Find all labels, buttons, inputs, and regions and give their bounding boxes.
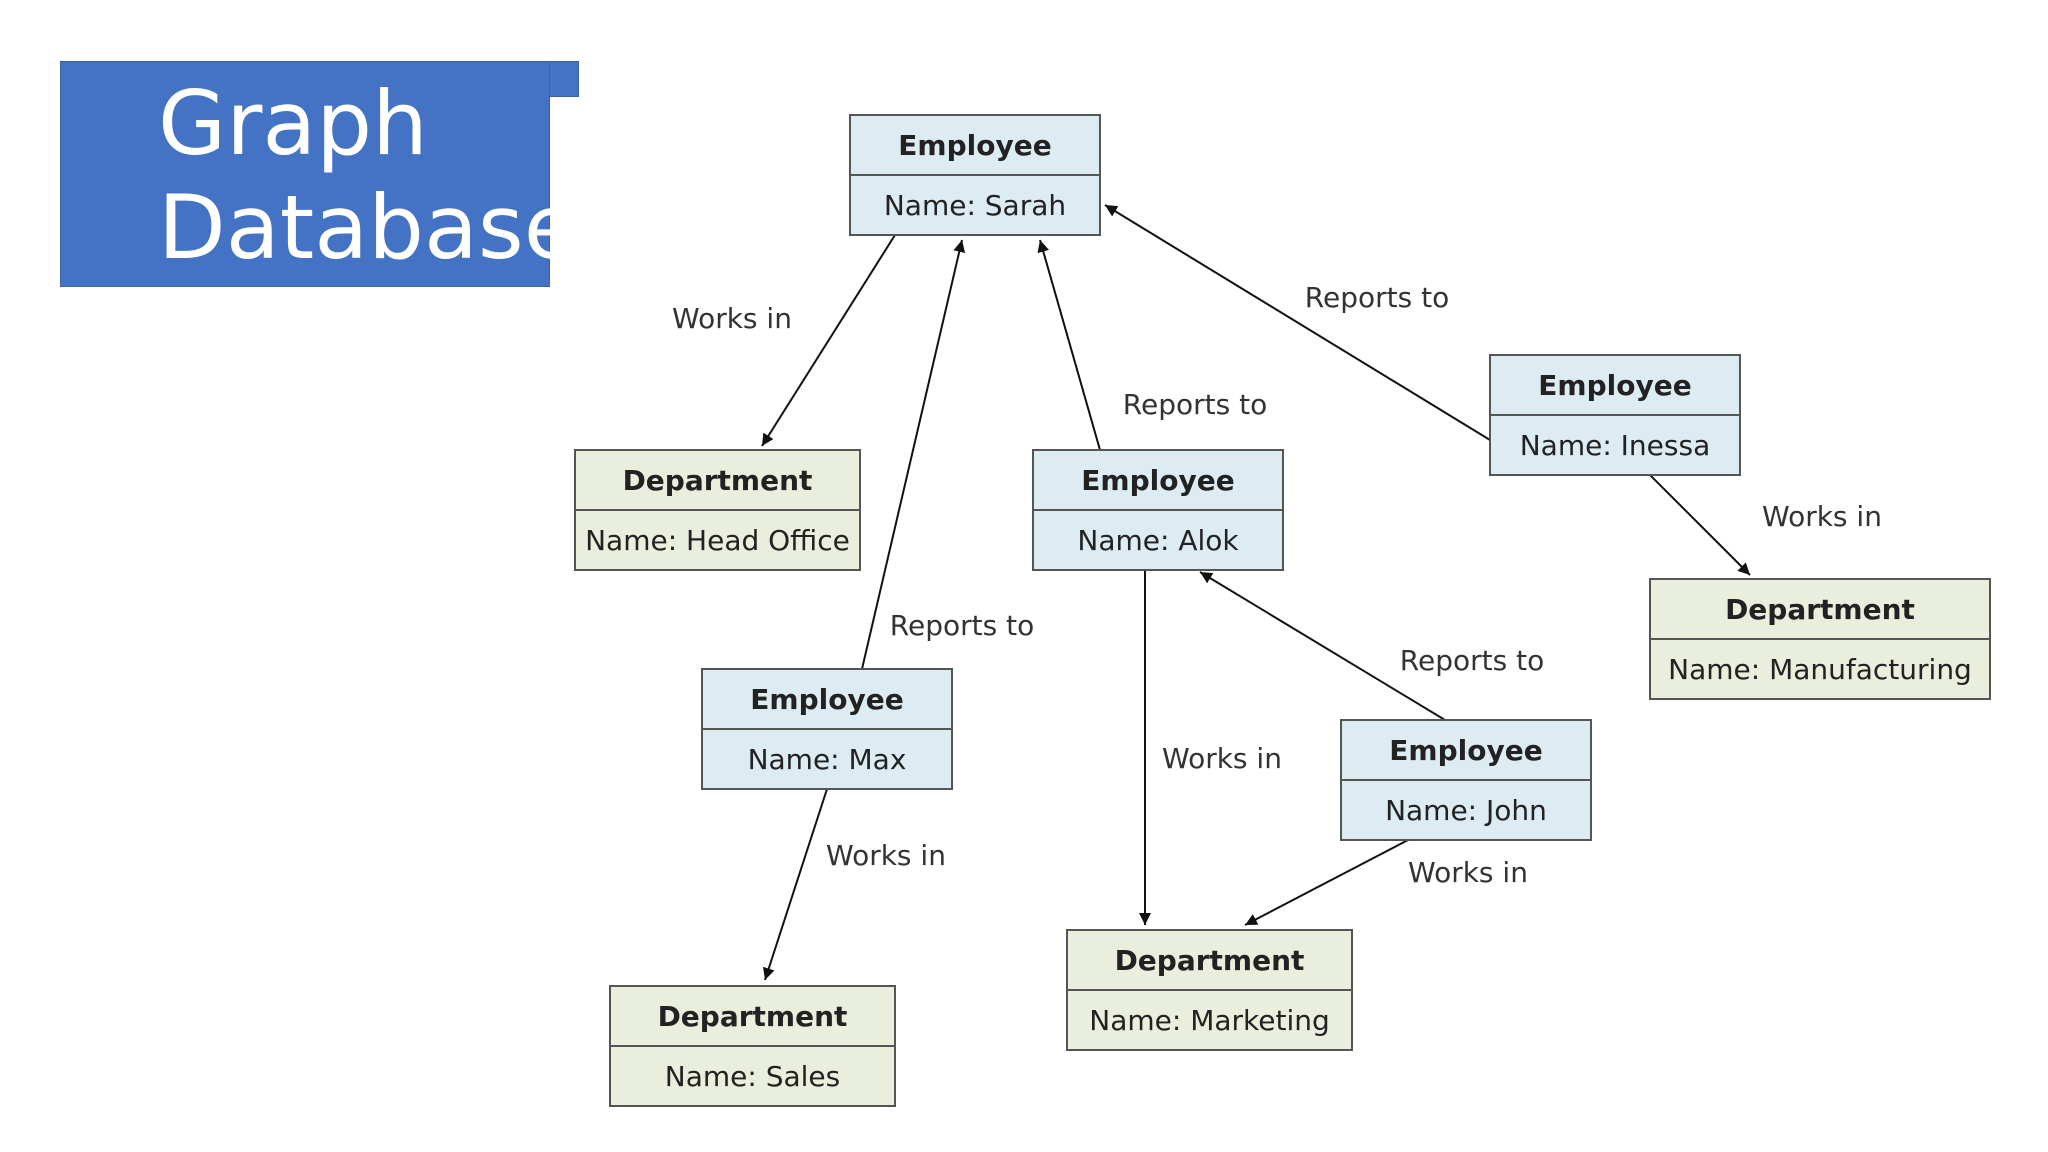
node-name-value: Name: John	[1385, 794, 1547, 827]
node-type-label: Department	[1115, 944, 1305, 977]
slide-title: Graph Database	[158, 72, 578, 280]
title-box	[60, 61, 550, 287]
edge-label-sarah-to-head_office: Works in	[672, 302, 792, 335]
node-type-label: Employee	[750, 683, 903, 716]
edge-john-to-alok	[1199, 571, 1446, 721]
edge-inessa-to-sarah	[1104, 204, 1491, 441]
edge-max-to-sales	[762, 788, 828, 981]
node-type-label: Department	[623, 464, 813, 497]
edge-inessa-to-manufacturing	[1649, 474, 1751, 576]
edge-label-max-to-sales: Works in	[826, 839, 946, 872]
edge-label-john-to-alok: Reports to	[1400, 644, 1544, 677]
edge-label-alok-to-marketing: Works in	[1162, 742, 1282, 775]
node-type-label: Employee	[1081, 464, 1234, 497]
edge-label-inessa-to-manufacturing: Works in	[1762, 500, 1882, 533]
edge-label-alok-to-sarah: Reports to	[1123, 388, 1267, 421]
slide-title-line2: Database	[158, 176, 578, 279]
node-name-value: Name: Manufacturing	[1668, 653, 1972, 686]
node-name-value: Name: Sales	[665, 1060, 840, 1093]
node-name-value: Name: Alok	[1077, 524, 1239, 557]
edge-label-john-to-marketing: Works in	[1408, 856, 1528, 889]
title-box-notch	[550, 61, 579, 97]
node-name-value: Name: Marketing	[1089, 1004, 1330, 1037]
edge-john-to-marketing	[1244, 839, 1409, 926]
node-type-label: Department	[658, 1000, 848, 1033]
node-type-label: Employee	[1538, 369, 1691, 402]
node-name-value: Name: Head Office	[585, 524, 850, 557]
slide-title-line1: Graph	[158, 72, 428, 175]
node-type-label: Department	[1725, 593, 1915, 626]
node-type-label: Employee	[898, 129, 1051, 162]
edges-layer	[761, 204, 1751, 981]
node-name-value: Name: Inessa	[1520, 429, 1711, 462]
edge-label-inessa-to-sarah: Reports to	[1305, 281, 1449, 314]
edge-max-to-sarah	[861, 239, 966, 670]
node-name-value: Name: Sarah	[884, 189, 1066, 222]
edge-sarah-to-head_office	[761, 234, 896, 447]
edge-labels-layer: Works in Reports to Reports to Reports to Wo…	[672, 281, 1882, 889]
node-type-label: Employee	[1389, 734, 1542, 767]
node-name-value: Name: Max	[748, 743, 907, 776]
edge-label-max-to-sarah: Reports to	[890, 609, 1034, 642]
edge-alok-to-sarah	[1037, 239, 1101, 451]
